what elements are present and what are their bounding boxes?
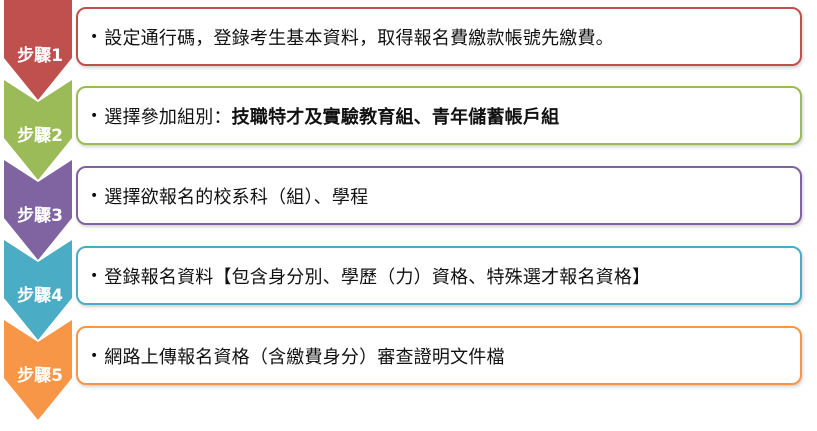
step-1-box: • 設定通行碼，登錄考生基本資料，取得報名費繳款帳號先繳費。 [76,7,802,66]
step-2-text-bold: 技職特才及實驗教育組、青年儲蓄帳戶組 [231,106,560,128]
step-2-chevron [0,80,80,184]
step-5-text: 網路上傳報名資格（含繳費身分）審查證明文件檔 [104,346,505,368]
step-3-box: • 選擇欲報名的校系科（組）、學程 [76,166,802,225]
bullet: • [90,187,99,204]
step-2-text: 選擇參加組別：技職特才及實驗教育組、青年儲蓄帳戶組 [104,103,559,129]
step-3-text: 選擇欲報名的校系科（組）、學程 [104,186,369,208]
step-4-box: • 登錄報名資料【包含身分別、學歷（力）資格、特殊選才報名資格】 [76,246,802,305]
step-3-label: 步驟3 [17,206,63,226]
step-2-text-regular: 選擇參加組別： [104,106,232,128]
step-5-chevron [0,320,80,424]
bullet: • [90,28,99,45]
step-4-label: 步驟4 [17,286,63,306]
bullet: • [90,347,99,364]
step-5-label: 步驟5 [17,366,63,386]
step-5-box: • 網路上傳報名資格（含繳費身分）審查證明文件檔 [76,326,802,385]
step-1-chevron [0,0,80,104]
step-1-text: 設定通行碼，登錄考生基本資料，取得報名費繳款帳號先繳費。 [104,27,614,49]
step-4-text: 登錄報名資料【包含身分別、學歷（力）資格、特殊選才報名資格】 [104,266,651,288]
step-2-box: • 選擇參加組別：技職特才及實驗教育組、青年儲蓄帳戶組 [76,86,802,145]
step-1-label: 步驟1 [17,46,63,66]
step-3-chevron [0,160,80,264]
step-2-label: 步驟2 [17,126,63,146]
step-4-chevron [0,240,80,344]
bullet: • [90,267,99,284]
bullet: • [90,107,99,124]
